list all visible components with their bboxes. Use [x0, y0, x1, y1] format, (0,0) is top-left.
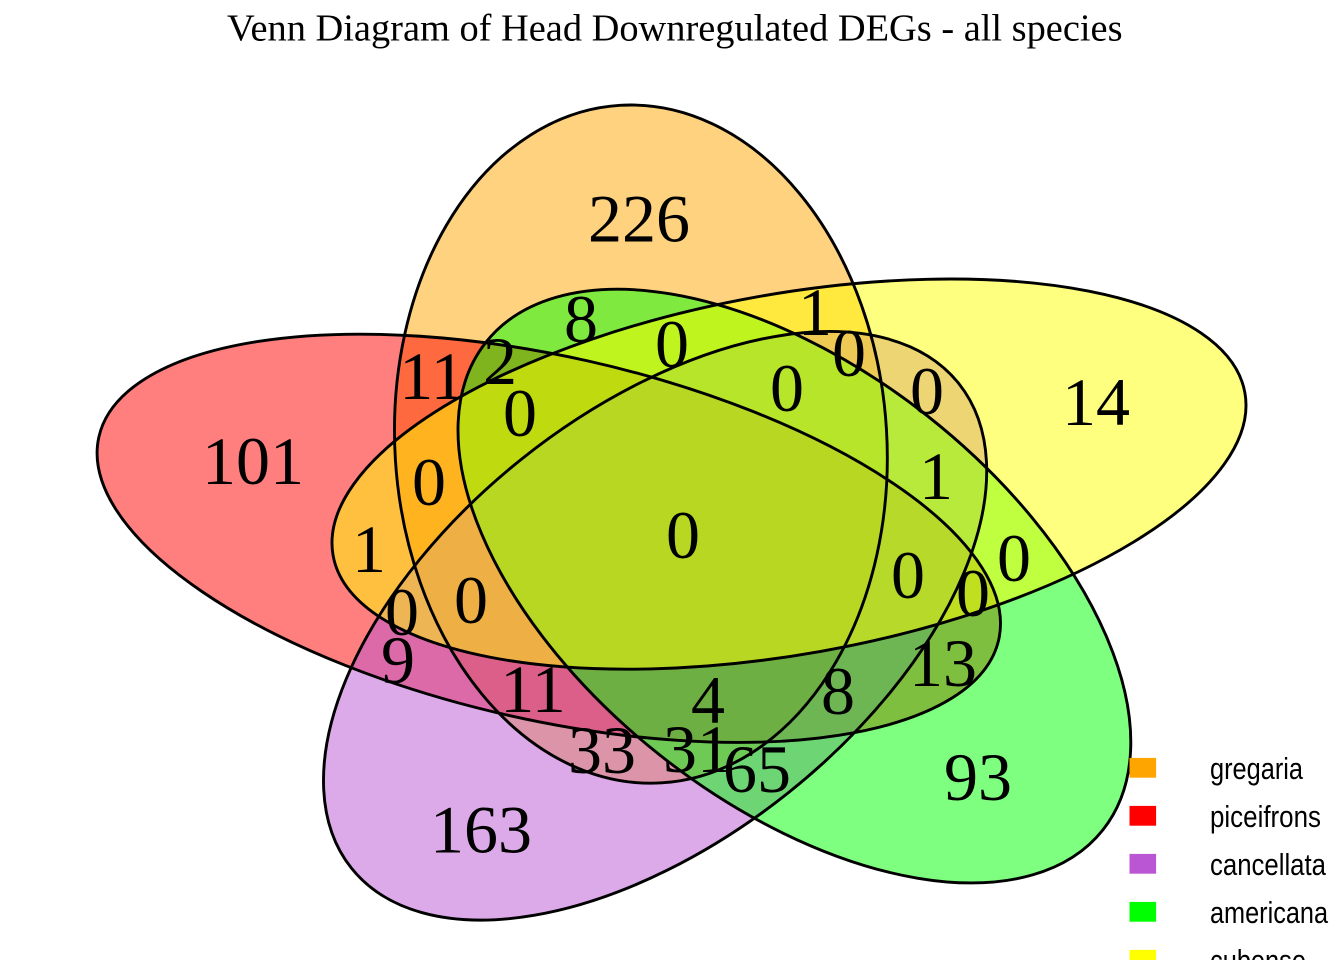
- svg-text:piceifrons: piceifrons: [1210, 800, 1321, 834]
- svg-text:9: 9: [381, 622, 415, 698]
- svg-text:0: 0: [666, 497, 700, 573]
- svg-text:101: 101: [202, 423, 304, 499]
- svg-text:0: 0: [956, 555, 990, 631]
- svg-text:0: 0: [891, 537, 925, 613]
- svg-text:226: 226: [588, 181, 690, 257]
- svg-text:cubense: cubense: [1210, 944, 1306, 960]
- svg-text:31: 31: [663, 711, 731, 787]
- svg-text:Venn Diagram of Head Downregul: Venn Diagram of Head Downregulated DEGs …: [227, 8, 1123, 50]
- svg-text:0: 0: [910, 353, 944, 429]
- svg-text:cancellata: cancellata: [1210, 848, 1326, 882]
- svg-text:13: 13: [909, 625, 977, 701]
- svg-text:americana: americana: [1210, 896, 1328, 930]
- svg-text:gregaria: gregaria: [1210, 752, 1303, 786]
- svg-text:33: 33: [568, 712, 636, 788]
- svg-text:65: 65: [723, 731, 791, 807]
- svg-text:11: 11: [399, 338, 464, 414]
- svg-text:0: 0: [770, 350, 804, 426]
- svg-text:163: 163: [430, 792, 532, 868]
- svg-text:0: 0: [655, 306, 689, 382]
- svg-text:0: 0: [997, 520, 1031, 596]
- svg-text:93: 93: [944, 739, 1012, 815]
- svg-text:4: 4: [691, 662, 725, 738]
- svg-text:0: 0: [503, 375, 537, 451]
- svg-text:11: 11: [500, 651, 565, 727]
- svg-text:1: 1: [352, 511, 386, 587]
- svg-text:14: 14: [1062, 364, 1130, 440]
- svg-text:2: 2: [483, 323, 517, 399]
- svg-text:1: 1: [798, 274, 832, 350]
- svg-text:8: 8: [564, 281, 598, 357]
- svg-text:0: 0: [832, 315, 866, 391]
- svg-text:8: 8: [821, 653, 855, 729]
- svg-text:0: 0: [385, 574, 419, 650]
- svg-text:0: 0: [454, 562, 488, 638]
- svg-text:1: 1: [919, 438, 953, 514]
- svg-text:0: 0: [412, 444, 446, 520]
